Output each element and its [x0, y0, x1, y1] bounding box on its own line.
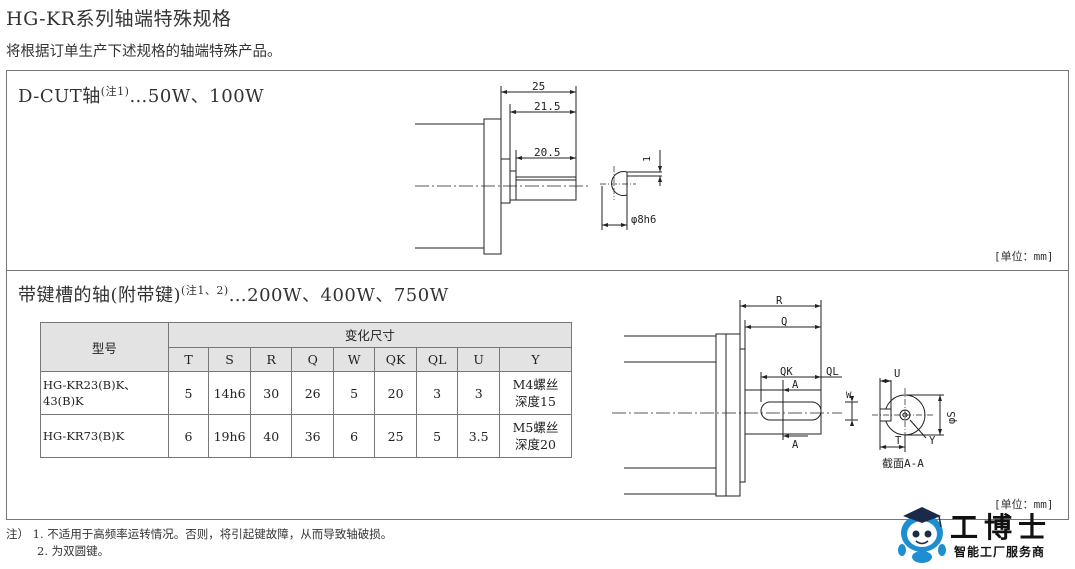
dim-phi8-label: φ8h6	[631, 214, 656, 226]
col-header-u: U	[457, 346, 500, 372]
dcut-heading-main: D-CUT轴	[18, 86, 101, 107]
keyway-heading: 带键槽的轴(附带键)(注1、2)…200W、400W、750W	[18, 281, 449, 307]
col-header-t: T	[167, 346, 210, 372]
table-cell: 5	[415, 414, 459, 458]
section-divider	[6, 270, 1069, 271]
table-cell-model: HG-KR73(B)K	[40, 414, 169, 458]
table-cell: 6	[332, 414, 376, 458]
dcut-heading: D-CUT轴(注1)…50W、100W	[18, 82, 264, 108]
section-a-top-label: A	[792, 379, 799, 391]
col-header-ql: QL	[415, 346, 459, 372]
dcut-shaft	[515, 176, 577, 201]
dim-y-label: Y	[929, 435, 936, 447]
table-cell-y: M5螺丝深度20	[498, 414, 573, 458]
dim-q-label: Q	[781, 316, 787, 328]
dim-qk-label: QK	[780, 366, 793, 378]
dcut-unit-label: [单位：mm]	[994, 250, 1054, 263]
note-2: 2. 为双圆键。	[37, 544, 110, 558]
table-row: HG-KR73(B)K 6 19h6 40 36 6 25 5 3.5 M5螺丝…	[40, 414, 573, 458]
keyway-heading-spec: …200W、400W、750W	[228, 285, 449, 306]
dim-ql-label: QL	[826, 366, 839, 378]
table-cell: 5	[167, 371, 210, 415]
table-cell: 3	[457, 371, 500, 415]
table-cell: 25	[374, 414, 417, 458]
dim-25-label: 25	[532, 80, 545, 93]
section-aa-label: 截面A-A	[882, 456, 924, 470]
col-header-s: S	[208, 346, 251, 372]
table-cell: 40	[249, 414, 293, 458]
table-cell: 6	[167, 414, 210, 458]
dcut-heading-note: (注1)	[100, 85, 130, 98]
table-cell: 5	[332, 371, 376, 415]
keyway-spec-table: 型号 变化尺寸 T S R Q W QK QL U Y HG-KR23(B)K、…	[40, 322, 573, 458]
keyway-body-end	[715, 333, 727, 497]
dim-phi-s-label: φS	[946, 411, 958, 424]
spec-frame	[6, 70, 1069, 520]
dim-w-label: W	[846, 391, 852, 401]
dim-20-5-label: 20.5	[534, 146, 561, 159]
keyway-slot	[760, 401, 822, 421]
col-header-y: Y	[498, 346, 573, 372]
keyway-heading-note: (注1、2)	[181, 284, 229, 297]
table-cell: 19h6	[208, 414, 251, 458]
dim-r-label: R	[776, 295, 783, 307]
col-header-w: W	[332, 346, 376, 372]
keyway-unit-label: [单位：mm]	[994, 498, 1054, 511]
mascot-icon	[898, 507, 946, 563]
table-cell-model: HG-KR23(B)K、43(B)K	[40, 371, 169, 415]
col-header-group: 变化尺寸	[167, 322, 573, 348]
keyway-flange	[725, 333, 741, 497]
keyway-heading-main: 带键槽的轴(附带键)	[18, 285, 182, 306]
table-cell: 26	[291, 371, 334, 415]
table-subheader-row: T S R Q W QK QL U Y	[41, 346, 573, 372]
dim-1-label: 1	[642, 156, 653, 162]
col-header-r: R	[249, 346, 293, 372]
section-a-bottom-label: A	[792, 439, 799, 451]
notes: 注） 1. 不适用于高频率运转情况。否则，将引起键故障，从而导致轴破损。 2. …	[6, 526, 392, 560]
logo-title: 工博士	[950, 511, 1053, 544]
table-cell-y: M4螺丝深度15	[498, 371, 573, 415]
dim-t-label: T	[895, 435, 902, 447]
page-subtitle: 将根据订单生产下述规格的轴端特殊产品。	[6, 44, 282, 60]
logo-subtitle: 智能工厂服务商	[954, 545, 1046, 559]
table-cell: 30	[249, 371, 293, 415]
table-cell: 3.5	[457, 414, 500, 458]
dcut-end-view	[611, 171, 628, 196]
dcut-heading-spec: …50W、100W	[129, 86, 265, 107]
col-header-model: 型号	[40, 322, 169, 372]
table-cell: 36	[291, 414, 334, 458]
col-header-qk: QK	[374, 346, 417, 372]
table-header-row: 型号 变化尺寸	[40, 322, 573, 372]
keyway-pilot	[739, 348, 746, 483]
note-1: 注） 1. 不适用于高频率运转情况。否则，将引起键故障，从而导致轴破损。	[6, 527, 393, 541]
dim-21-5-label: 21.5	[534, 100, 561, 113]
dim-u-label: U	[894, 368, 900, 380]
page-title: HG-KR系列轴端特殊规格	[6, 8, 232, 30]
